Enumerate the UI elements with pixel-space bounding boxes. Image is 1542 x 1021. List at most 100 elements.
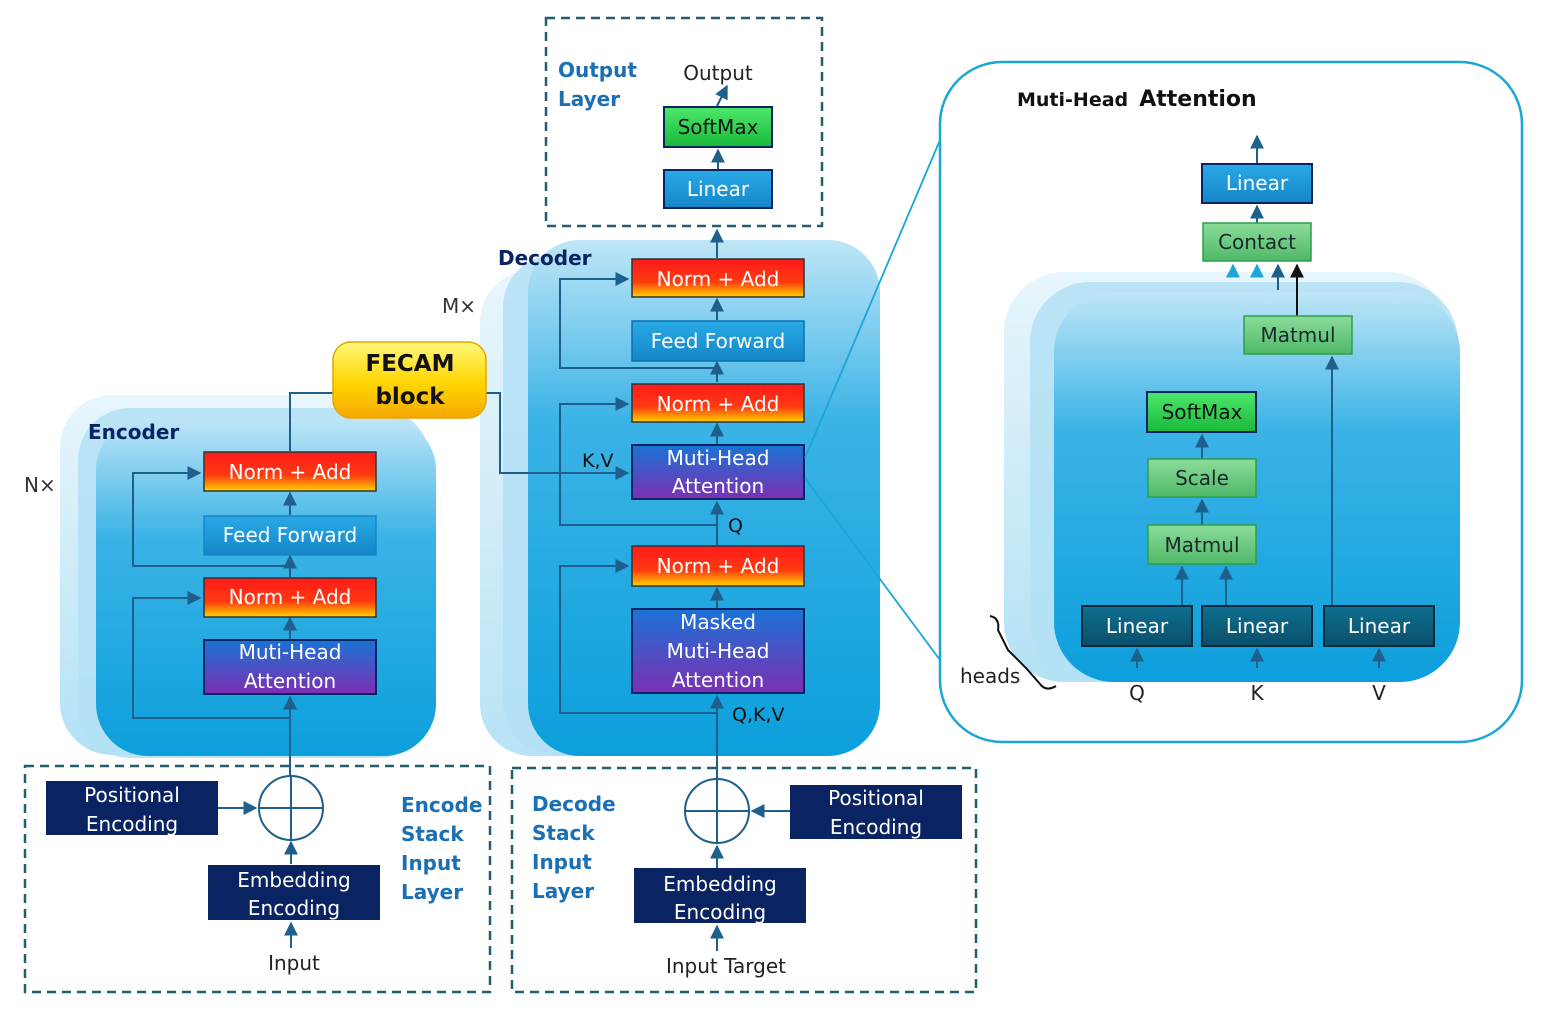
decoder-masked-line1: Masked xyxy=(680,610,756,634)
mha-linear-q xyxy=(1081,605,1193,647)
encode-emb-line1: Embedding xyxy=(237,868,350,892)
decode-side-1: Decode xyxy=(532,792,616,816)
output-layer: Output Layer Output SoftMax Linear xyxy=(544,16,824,228)
output-layer-frame xyxy=(544,16,824,228)
decoder-feed-forward xyxy=(631,320,805,362)
decode-input-frame xyxy=(510,766,978,994)
decoder-residual-top xyxy=(559,272,717,369)
decoder-norm-add-bottom-label: Norm + Add xyxy=(657,554,780,578)
mha-detail-title: Muti-Head Attention xyxy=(1017,87,1257,112)
encode-input-label: Input xyxy=(268,951,320,975)
encoder-feed-forward xyxy=(203,515,377,556)
encoder-to-fecam-line xyxy=(289,392,333,451)
decoder-q-label: Q xyxy=(728,515,743,537)
encoder-norm-add-top-label: Norm + Add xyxy=(229,460,352,484)
fecam-box xyxy=(332,341,487,419)
encode-side-3: Input xyxy=(401,851,461,875)
encoder-title: Encoder xyxy=(88,420,179,444)
decoder-masked-line3: Attention xyxy=(672,668,764,692)
encoder-mha-line2: Attention xyxy=(244,669,336,693)
encoder-residual-top xyxy=(132,466,290,567)
decoder-kv-label: K,V xyxy=(582,450,614,472)
decode-emb-line2: Encoding xyxy=(674,900,766,924)
decode-pos-line2: Encoding xyxy=(830,815,922,839)
decoder-norm-add-mid-label: Norm + Add xyxy=(657,392,780,416)
decoder-residual-bottom xyxy=(559,559,717,714)
mha-linear-top-label: Linear xyxy=(1226,171,1289,195)
mha-linear-v-label: Linear xyxy=(1348,614,1411,638)
mha-k-label: K xyxy=(1250,681,1264,705)
decoder-mha-line1: Muti-Head xyxy=(667,446,770,470)
mha-contact-box xyxy=(1202,222,1312,262)
decoder-mha-line2: Attention xyxy=(672,474,764,498)
encode-pos-line2: Encoding xyxy=(86,812,178,836)
heads-brace-icon xyxy=(989,615,1057,690)
decode-embedding-encoding xyxy=(634,868,806,923)
decoder-norm-add-mid xyxy=(631,383,805,423)
zoom-callout-upper xyxy=(804,139,941,459)
encoder-residual-bottom xyxy=(132,591,290,719)
encoder-panel: Encoder N× Norm + Add Feed Forward Norm … xyxy=(24,392,436,776)
decoder-masked-attention xyxy=(631,608,805,694)
mha-softmax-box xyxy=(1146,391,1257,433)
mha-matmul-top-label: Matmul xyxy=(1260,323,1335,347)
encode-input-frame xyxy=(23,764,492,994)
decode-pos-line1: Positional xyxy=(828,786,924,810)
fecam-line1: FECAM xyxy=(366,351,455,377)
decoder-title: Decoder xyxy=(498,246,592,270)
decoder-masked-line2: Muti-Head xyxy=(667,639,770,663)
decoder-multi-head-attention xyxy=(631,444,805,500)
mha-softmax-label: SoftMax xyxy=(1162,400,1243,424)
output-softmax-label: SoftMax xyxy=(678,115,759,139)
mha-linear-q-label: Linear xyxy=(1106,614,1169,638)
encoder-norm-add-bottom-label: Norm + Add xyxy=(229,585,352,609)
decoder-residual-mid xyxy=(559,397,717,526)
encode-pos-line1: Positional xyxy=(84,783,180,807)
encoder-feed-forward-label: Feed Forward xyxy=(223,523,358,547)
decode-side-4: Layer xyxy=(532,879,594,903)
fecam-to-decoder-arrow xyxy=(486,392,630,480)
encoder-mha-line1: Muti-Head xyxy=(239,640,342,664)
mha-contact-label: Contact xyxy=(1218,230,1296,254)
decoder-feed-forward-label: Feed Forward xyxy=(651,329,786,353)
encode-input-layer: Positional Encoding Embedding Encoding I… xyxy=(23,764,492,994)
output-arrow xyxy=(715,84,728,107)
mha-linear-v xyxy=(1323,605,1435,647)
fecam-block: FECAM block xyxy=(332,341,630,480)
encoder-norm-add-top xyxy=(203,451,377,492)
mha-matmul-bottom-label: Matmul xyxy=(1164,533,1239,557)
mha-scale-label: Scale xyxy=(1175,466,1229,490)
decode-sum-icon xyxy=(684,778,750,844)
encode-emb-line2: Encoding xyxy=(248,896,340,920)
decode-input-label: Input Target xyxy=(666,954,786,978)
output-linear-label: Linear xyxy=(687,177,750,201)
mha-linear-top xyxy=(1201,163,1313,204)
mha-linear-k-label: Linear xyxy=(1226,614,1289,638)
encode-side-1: Encode xyxy=(401,793,482,817)
mha-scale-box xyxy=(1147,458,1257,498)
zoom-callout-lower xyxy=(804,477,941,661)
decoder-qkv-label: Q,K,V xyxy=(732,704,785,726)
decoder-panel: Decoder M× Norm + Add Feed Forward Norm … xyxy=(442,228,880,778)
mha-matmul-top xyxy=(1243,315,1353,355)
heads-label: heads xyxy=(960,664,1020,688)
encode-sum-icon xyxy=(258,775,324,841)
decoder-norm-add-top xyxy=(631,258,805,298)
encoder-multiplier: N× xyxy=(24,473,56,497)
encode-side-4: Layer xyxy=(401,880,463,904)
decode-side-2: Stack xyxy=(532,821,595,845)
mha-detail-title-prefix: Muti-Head xyxy=(1017,89,1128,111)
output-layer-title-2: Layer xyxy=(558,87,620,111)
mha-matmul-bottom xyxy=(1147,524,1257,565)
encoder-norm-add-bottom xyxy=(203,577,377,618)
decode-emb-line1: Embedding xyxy=(663,872,776,896)
mha-detail-title-suffix: Attention xyxy=(1139,87,1256,112)
decode-side-3: Input xyxy=(532,850,592,874)
encode-side-2: Stack xyxy=(401,822,464,846)
fecam-line2: block xyxy=(375,384,445,410)
decoder-norm-add-bottom xyxy=(631,545,805,587)
mha-detail-panel: Muti-Head Attention Linear Contact Matmu… xyxy=(938,60,1524,744)
encode-embedding-encoding xyxy=(208,865,380,920)
decode-positional-encoding xyxy=(790,785,962,839)
output-layer-title-1: Output xyxy=(558,58,637,82)
